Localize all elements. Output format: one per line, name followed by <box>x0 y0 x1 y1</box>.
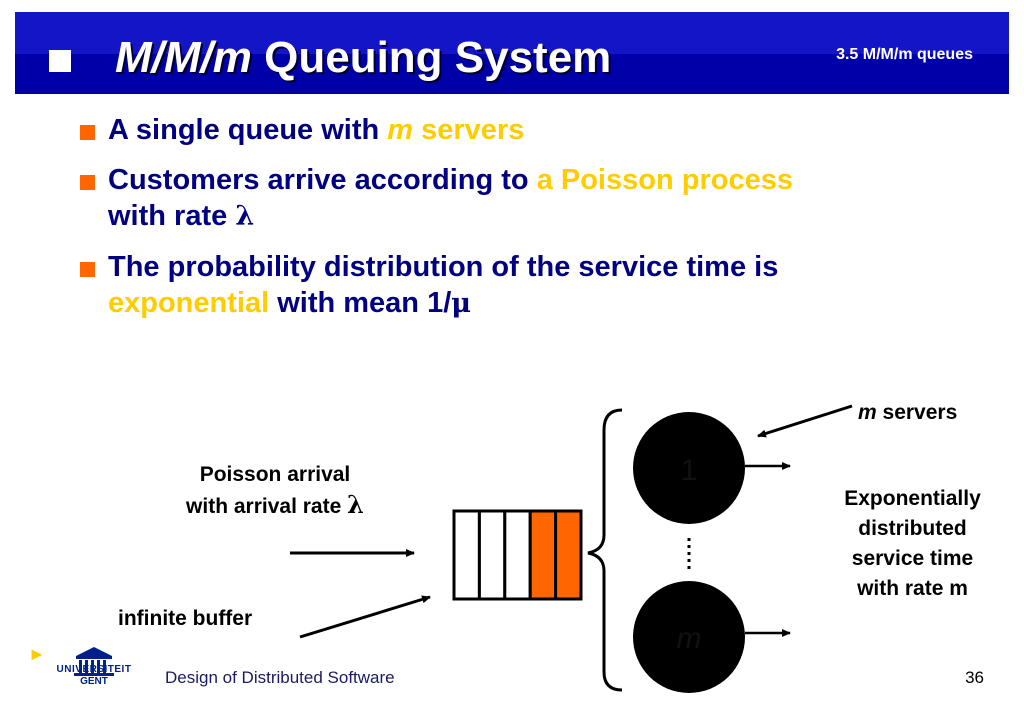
title-bar-highlight <box>15 12 1009 54</box>
servers-label: m servers <box>858 398 957 428</box>
arrival-label-line1: Poisson arrival <box>199 463 351 486</box>
arrival-label: Poisson arrival with arrival rate λ <box>150 460 400 522</box>
servers-label-rest: servers <box>876 401 958 424</box>
queue-slot <box>477 509 507 601</box>
bullet-highlight: exponential <box>108 287 270 319</box>
server-m <box>633 581 745 693</box>
title-bar: M/M/m Queuing System 3.5 M/M/m queues <box>15 12 1009 94</box>
bullet-item: The probability distribution of the serv… <box>80 249 1000 322</box>
bullet-item: A single queue with m servers <box>80 112 1000 148</box>
arrival-label-line2: with arrival rate <box>186 495 348 518</box>
server-bracket <box>587 408 623 692</box>
queue-buffer <box>452 509 583 601</box>
bullet-text: with rate <box>108 200 236 232</box>
section-label: 3.5 M/M/m queues <box>836 46 973 63</box>
buffer-pointer-arrow <box>299 595 431 639</box>
slide-title: M/M/m Queuing System <box>115 32 611 84</box>
logo-text-line2: GENT <box>80 676 108 687</box>
bullet-item: Customers arrive according to a Poisson … <box>80 162 1000 235</box>
title-rest: Queuing System <box>251 33 612 82</box>
bullet-text: A single queue with <box>108 114 388 146</box>
bullet-text: The probability distribution of the serv… <box>108 251 779 283</box>
course-title: Design of Distributed Software <box>165 668 395 687</box>
bullet-highlight: a Poisson process <box>536 164 793 196</box>
servers-label-italic: m <box>858 401 877 424</box>
buffer-label: infinite buffer <box>118 607 253 630</box>
logo-text-line1: UNIVERSITEIT <box>56 664 132 675</box>
nav-arrow-icon: ► <box>28 644 46 664</box>
queue-slot <box>452 509 481 601</box>
service-line: service time <box>851 547 974 570</box>
title-italic: M/M/m <box>115 33 252 82</box>
bullet-square-icon <box>80 262 95 277</box>
server-1 <box>633 412 745 524</box>
lambda-symbol: λ <box>235 201 255 232</box>
lambda-symbol: λ <box>347 490 364 519</box>
bullet-list: A single queue with m servers Customers … <box>80 112 1000 336</box>
title-bullet-icon <box>49 50 71 72</box>
queue-slot <box>528 509 558 601</box>
bullet-square-icon <box>80 125 95 140</box>
bullet-square-icon <box>80 175 95 190</box>
bullet-highlight: servers <box>413 114 525 146</box>
bullet-text: Customers arrive according to <box>108 164 537 196</box>
server-m-label: m <box>677 622 702 655</box>
service-time-label: Exponentially distributed service time w… <box>810 484 1015 604</box>
servers-pointer-arrow <box>757 404 853 438</box>
bullet-text: with mean 1/ <box>269 287 452 319</box>
university-logo <box>74 647 114 676</box>
bullet-highlight: m <box>387 114 414 146</box>
page-number: 36 <box>965 668 984 687</box>
mu-symbol: μ <box>451 288 472 319</box>
service-line: with rate m <box>857 577 968 600</box>
queue-slot <box>554 509 583 601</box>
queue-slot <box>503 509 532 601</box>
service-line: distributed <box>858 517 967 540</box>
server-1-label: 1 <box>681 454 698 487</box>
service-line: Exponentially <box>844 487 981 510</box>
